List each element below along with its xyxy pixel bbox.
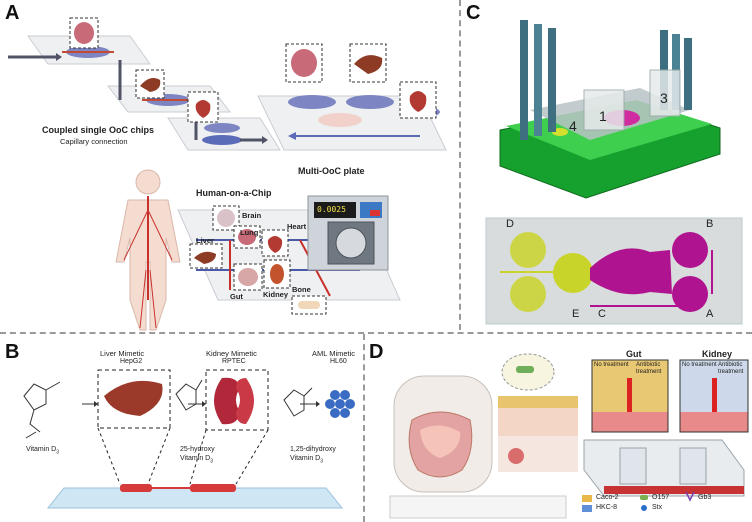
divider-vertical-top xyxy=(459,0,461,330)
vitamin-d3-label: Vitamin D3 xyxy=(26,446,59,456)
molecule-structures xyxy=(23,379,313,439)
hydroxy-label-1: 25-hydroxy xyxy=(180,446,215,453)
gut-antibiotic-1: Antibiotic xyxy=(636,362,661,368)
liver-mimetic-title: Liver Mimetic xyxy=(100,349,145,358)
gut-no-treatment: No treatment xyxy=(594,362,629,368)
organ-label-bone: Bone xyxy=(292,285,311,294)
kidney-mimetic-box xyxy=(189,369,269,485)
kidney-mimetic-cell: RPTEC xyxy=(222,358,246,365)
organ-label-heart: Heart xyxy=(287,222,307,231)
legend-gb3: Gb3 xyxy=(698,494,712,501)
panel-d-letter: D xyxy=(369,341,384,363)
divider-horizontal xyxy=(0,332,752,334)
port-label-b: B xyxy=(706,218,714,230)
aml-mimetic-title: AML Mimetic xyxy=(312,349,356,358)
pump-display-value: 0.0025 xyxy=(317,205,346,214)
human-figure xyxy=(115,169,181,331)
kidney-mimetic-title: Kidney Mimetic xyxy=(206,349,257,358)
panel-a-letter: A xyxy=(5,2,20,24)
legend-stx: Stx xyxy=(652,504,663,511)
organ-label-kidney: Kidney xyxy=(263,290,289,299)
organ-label-liver: Liver xyxy=(196,236,214,245)
multi-ooc-plate xyxy=(257,95,447,151)
hydroxy-label-2: Vitamin D3 xyxy=(180,455,213,465)
kidney-title: Kidney xyxy=(702,349,733,359)
port-label-a: A xyxy=(706,308,714,320)
liver-mimetic-box xyxy=(97,369,171,485)
organ-label-brain: Brain xyxy=(242,211,262,220)
chip-3d-device xyxy=(499,20,721,199)
coupled-chips-title: Coupled single OoC chips xyxy=(42,125,155,135)
chamber-label-4: 4 xyxy=(569,118,577,134)
port-label-d: D xyxy=(506,218,514,230)
kidney-no-treatment: No treatment xyxy=(682,362,717,368)
legend-o157: O157 xyxy=(652,494,670,501)
coupled-chip-1 xyxy=(8,35,151,65)
organ-label-lung: Lung xyxy=(240,228,259,237)
multi-ooc-label: Multi-OoC plate xyxy=(298,166,365,176)
legend-caco2: Caco-2 xyxy=(596,494,619,501)
chamber-label-3: 3 xyxy=(660,90,668,106)
liver-mimetic-cell: HepG2 xyxy=(120,358,143,365)
hoc-title: Human-on-a-Chip xyxy=(196,188,272,198)
gut-body-illustration xyxy=(393,375,493,493)
port-label-c: C xyxy=(598,308,606,320)
divider-vertical-bottom xyxy=(363,334,365,522)
gut-antibiotic-2: treatment xyxy=(636,369,662,375)
pump-device xyxy=(307,195,389,271)
kidney-antibiotic-2: treatment xyxy=(718,369,744,375)
kidney-well-box xyxy=(679,359,749,433)
coupled-chip-3 xyxy=(167,110,281,151)
chip-base-b xyxy=(46,484,344,509)
tissue-schematic xyxy=(498,396,578,472)
dihydroxy-label-2: Vitamin D3 xyxy=(290,455,323,465)
kidney-antibiotic-1: Antibiotic xyxy=(718,362,743,368)
aml-cells xyxy=(325,390,355,418)
chip-schematic xyxy=(485,217,743,325)
dihydroxy-label-1: 1,25-dihydroxy xyxy=(290,446,336,453)
coupled-chips-subtitle: Capillary connection xyxy=(60,137,128,146)
bacteria-inset xyxy=(501,353,555,391)
aml-mimetic-cell: HL60 xyxy=(330,358,347,365)
chamber-label-1: 1 xyxy=(599,108,607,124)
panel-c-letter: C xyxy=(466,2,481,24)
panel-b-letter: B xyxy=(5,341,20,363)
gut-title: Gut xyxy=(626,349,642,359)
chip-3d-d xyxy=(583,439,745,497)
legend-hkc8: HKC-8 xyxy=(596,504,618,511)
organ-label-gut: Gut xyxy=(230,292,243,301)
gut-well-box xyxy=(591,359,669,433)
port-label-e: E xyxy=(572,308,580,320)
legend-box-left xyxy=(389,495,567,519)
